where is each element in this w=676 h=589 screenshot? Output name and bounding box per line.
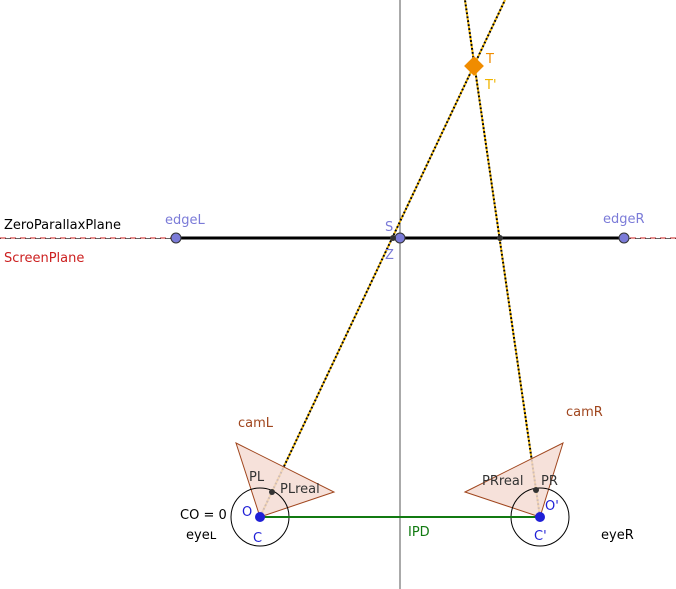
pr-real-label: PRreal	[482, 474, 524, 489]
point-s	[390, 235, 396, 241]
pl-real-label: PLreal	[280, 482, 320, 497]
cam-left-frustum	[235, 442, 336, 518]
o-right-label: O'	[545, 499, 559, 514]
point-pr-real	[533, 487, 539, 493]
point-pl-real	[269, 489, 275, 495]
ray-left	[259, 0, 506, 518]
point-z[interactable]	[394, 232, 406, 244]
co-equation-label: CO = 0	[180, 508, 227, 523]
point-o-right[interactable]	[535, 512, 545, 522]
edge-right-label: edgeR	[603, 212, 645, 227]
cam-right-frustum	[463, 442, 564, 518]
o-left-label: O	[242, 505, 252, 520]
ray-intersection-point	[497, 235, 503, 241]
c-left-label: C	[253, 531, 262, 546]
edge-left-point[interactable]	[170, 232, 182, 244]
point-t-label: T	[485, 52, 494, 67]
edge-right-point[interactable]	[618, 232, 630, 244]
eye-right-label: eyeR	[601, 528, 634, 543]
point-t-prime-label: T'	[484, 78, 497, 93]
point-s-label: S	[385, 220, 393, 235]
point-o-left[interactable]	[255, 512, 265, 522]
cam-right-label: camR	[566, 405, 603, 420]
cam-left-label: camL	[238, 416, 274, 431]
edge-left-label: edgeL	[165, 213, 206, 228]
eye-left-label: eyeʟ	[186, 528, 217, 543]
ray-right	[464, 0, 541, 518]
screen-plane-label: ScreenPlane	[4, 251, 84, 266]
c-right-label: C'	[534, 529, 547, 544]
pl-label: PL	[249, 470, 265, 485]
ipd-label: IPD	[408, 525, 430, 540]
pr-label: PR	[541, 474, 558, 489]
point-z-label: Z	[385, 248, 394, 263]
zero-parallax-plane-label: ZeroParallaxPlane	[4, 218, 121, 233]
target-t-marker[interactable]	[464, 56, 484, 76]
